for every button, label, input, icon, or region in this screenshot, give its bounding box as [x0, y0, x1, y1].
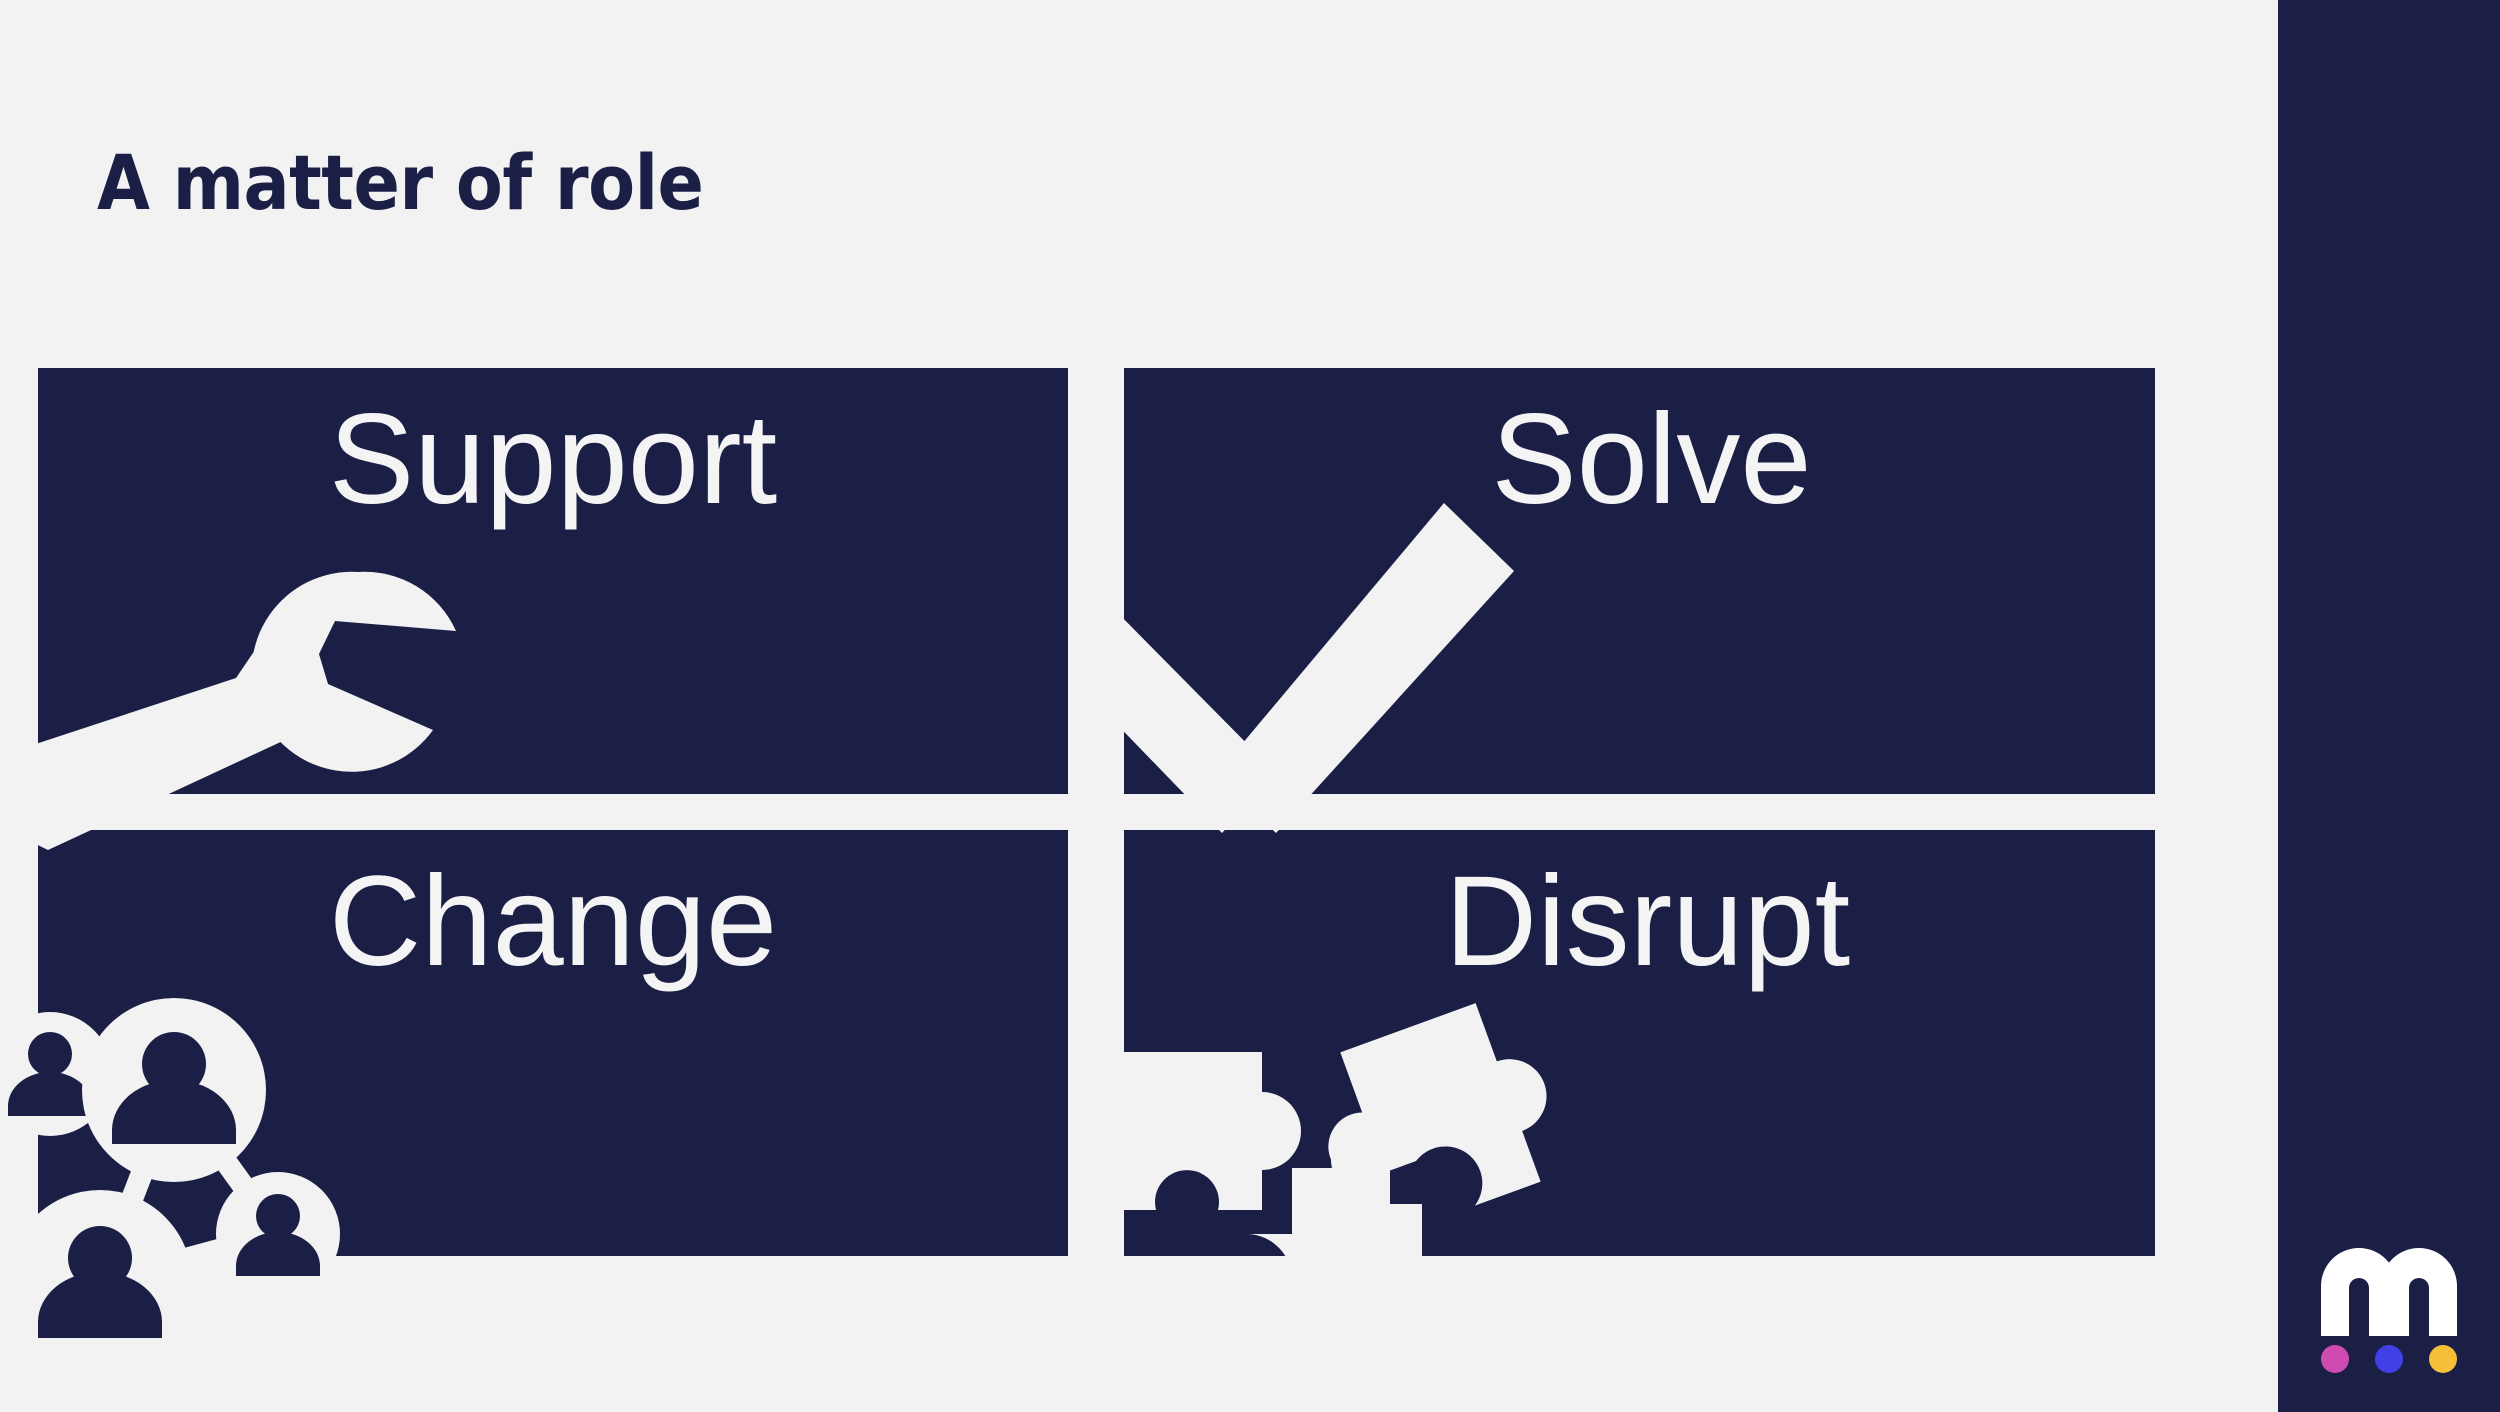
support-icon-layer: [0, 368, 1068, 850]
brand-sidebar: [2278, 0, 2500, 1412]
disrupt-icon-layer: [1122, 830, 2155, 1282]
brand-logo: [2315, 1244, 2463, 1376]
wrench-icon: [0, 571, 456, 850]
logo-dot-row: [2315, 1342, 2463, 1376]
quadrant-grid: Support Solve: [0, 368, 2155, 1374]
logo-m-icon: [2321, 1248, 2457, 1336]
solve-icon-layer: [1104, 368, 2155, 833]
logo-dot-yellow: [2429, 1345, 2457, 1373]
quadrant-card-change[interactable]: Change: [0, 830, 1068, 1374]
puzzle-piece-icon: [1122, 1003, 1547, 1282]
quadrant-label-solve: Solve: [1491, 388, 1812, 531]
quadrant-card-support[interactable]: Support: [0, 368, 1068, 850]
change-icon-layer: [0, 830, 1068, 1374]
logo-dot-magenta: [2321, 1345, 2349, 1373]
page-title: A matter of role: [97, 138, 704, 227]
quadrant-card-solve[interactable]: Solve: [1104, 368, 2155, 833]
quadrant-label-disrupt: Disrupt: [1444, 850, 1851, 993]
quadrant-label-support: Support: [328, 388, 778, 531]
people-network-icon: [0, 998, 340, 1374]
checkmark-icon: [1104, 503, 1514, 833]
logo-dot-blue: [2375, 1345, 2403, 1373]
quadrant-label-change: Change: [328, 850, 778, 993]
quadrant-card-disrupt[interactable]: Disrupt: [1122, 830, 2155, 1282]
